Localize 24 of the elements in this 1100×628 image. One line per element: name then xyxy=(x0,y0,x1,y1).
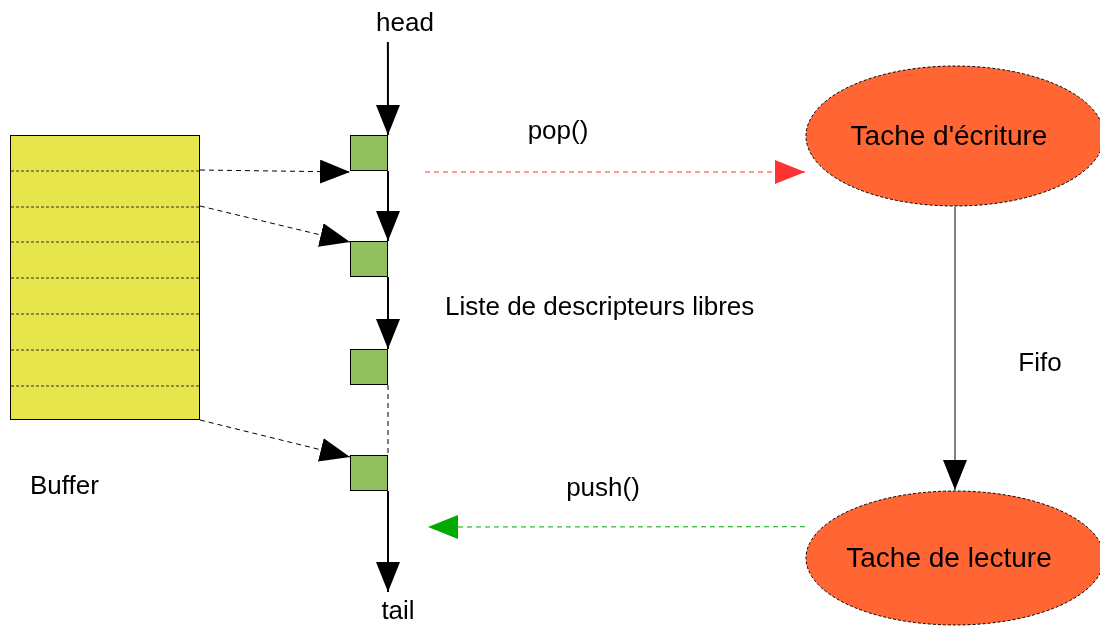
arrow xyxy=(424,160,806,184)
arrow xyxy=(376,276,400,350)
descriptor-cell xyxy=(350,455,388,491)
descriptor-cell xyxy=(350,241,388,277)
buffer-box xyxy=(10,135,200,420)
pointer-label: head xyxy=(376,9,434,35)
list-caption: Liste de descripteurs libres xyxy=(445,293,755,319)
arrow xyxy=(199,205,351,247)
arrow xyxy=(376,490,400,593)
buffer-label: Buffer xyxy=(30,472,99,498)
edge-label: Fifo xyxy=(1018,349,1062,375)
edge-label: pop() xyxy=(527,117,589,143)
arrow xyxy=(199,159,351,184)
descriptor-cell xyxy=(350,135,388,171)
task-label: Tache de lecture xyxy=(846,541,1052,575)
pointer-label: tail xyxy=(381,597,415,623)
edge-label: push() xyxy=(566,474,640,500)
arrow xyxy=(943,206,967,491)
arrow xyxy=(427,515,806,539)
arrow xyxy=(199,419,351,462)
descriptor-cell xyxy=(350,349,388,385)
arrow xyxy=(375,41,400,136)
task-label: Tache d'écriture xyxy=(850,119,1048,153)
arrow xyxy=(376,170,400,242)
